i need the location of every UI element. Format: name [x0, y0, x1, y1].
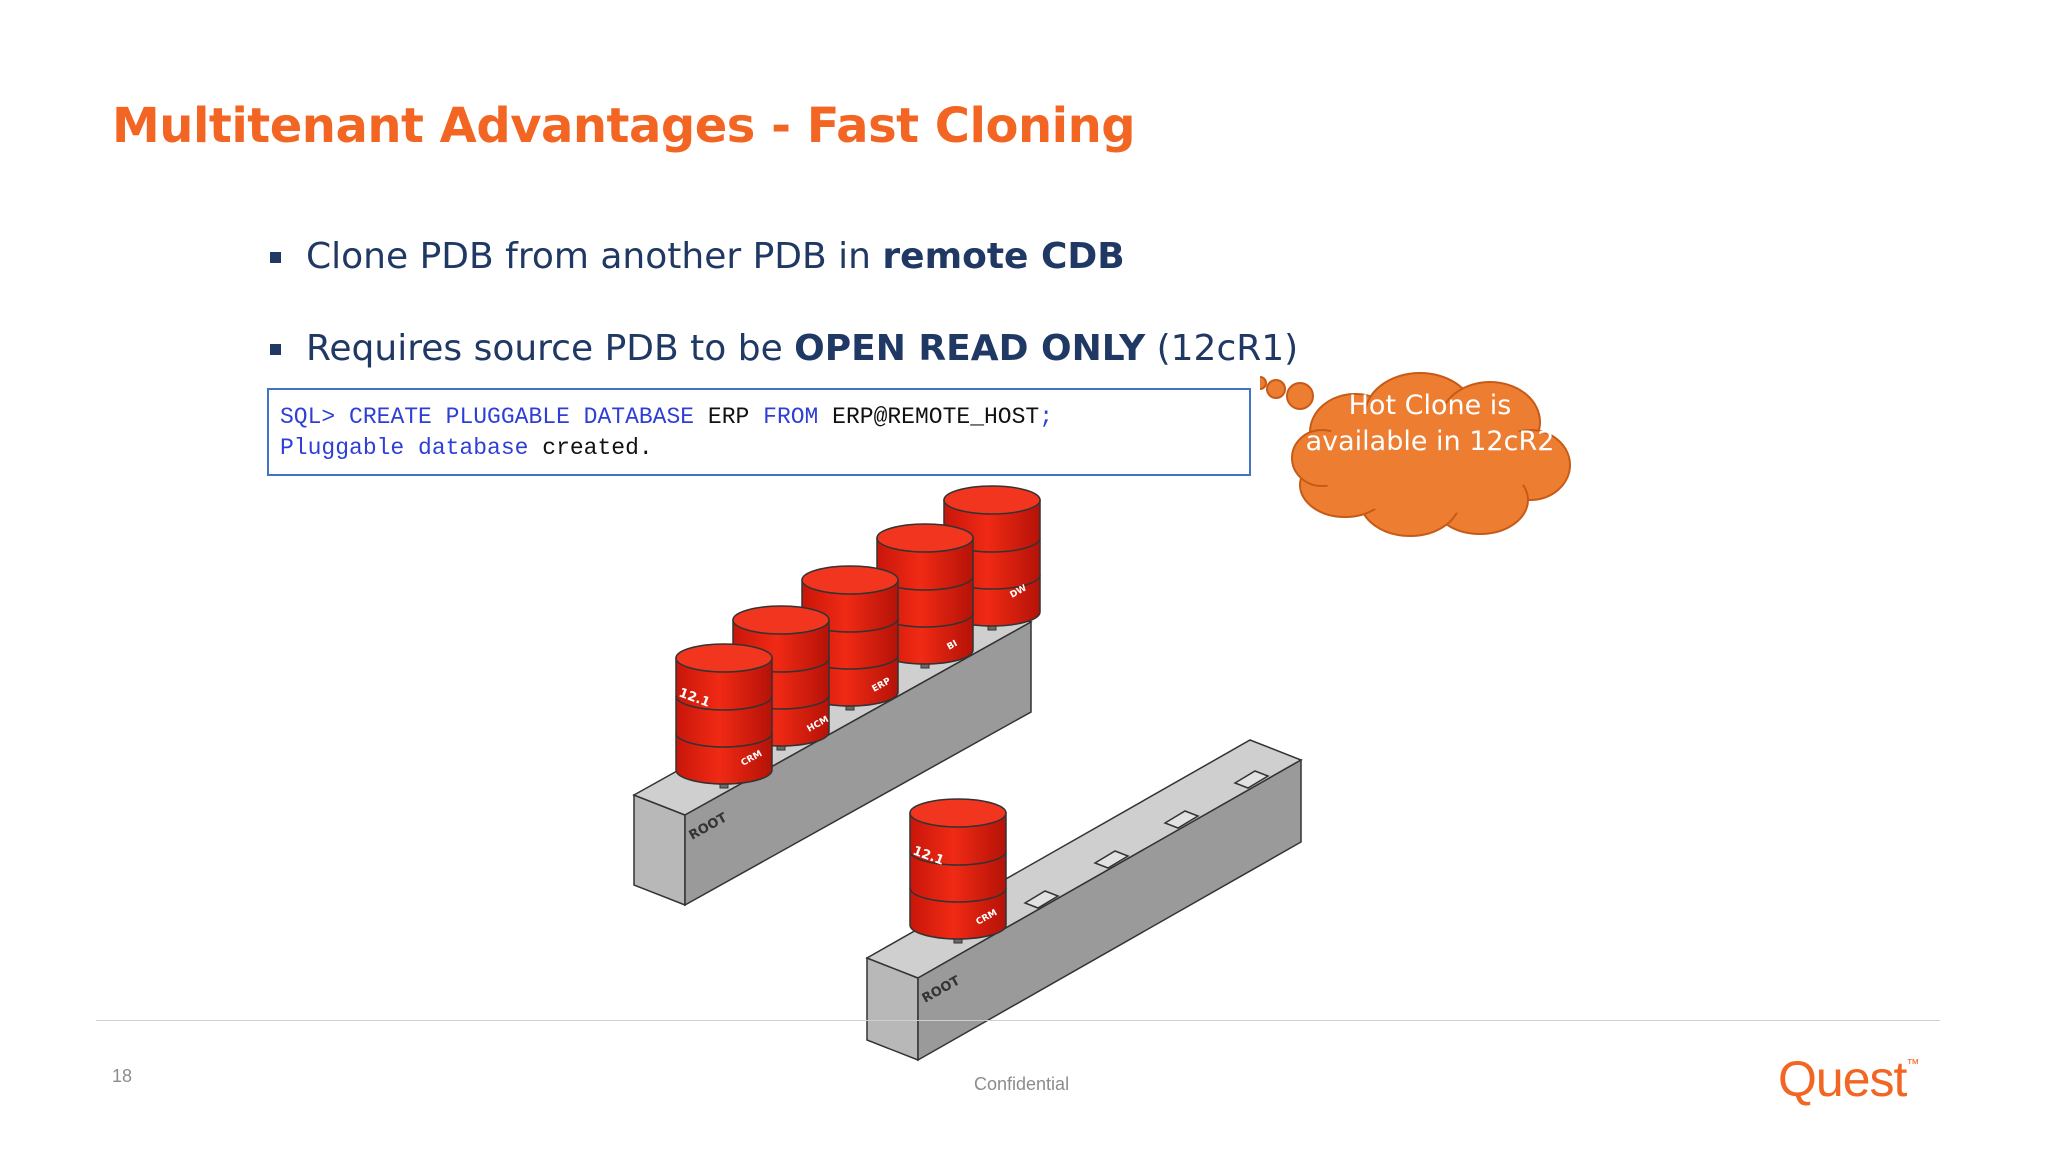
code-keyword: CREATE PLUGGABLE DATABASE: [349, 404, 695, 430]
callout-text: Hot Clone is available in 12cR2: [1305, 390, 1555, 457]
bullet-suffix: (12cR1): [1145, 328, 1299, 369]
bullet-bold-text: remote CDB: [882, 236, 1125, 277]
slide-title: Multitenant Advantages - Fast Cloning: [112, 98, 1136, 154]
pdb-label-bi: BI: [946, 639, 960, 653]
code-line-2: Pluggable database created.: [280, 433, 1249, 464]
thought-cloud-callout: [1260, 372, 1571, 537]
code-identifier: ERP@REMOTE_HOST: [832, 404, 1040, 430]
bullet-marker-icon: [270, 252, 281, 263]
confidential-label: Confidential: [974, 1074, 1070, 1094]
bullet-text: Clone PDB from another PDB in: [306, 236, 883, 277]
logo-text: Quest: [1778, 1051, 1907, 1107]
code-terminator: ;: [1039, 404, 1054, 430]
bullet-text: Requires source PDB to be: [306, 328, 795, 369]
bullet-item: Requires source PDB to be OPEN READ ONLY…: [270, 324, 1298, 416]
pdb-cylinder-dw: DW: [943, 485, 1041, 631]
quest-logo: Quest™: [1778, 1050, 1919, 1108]
pdb-cylinder-erp: ERP: [801, 565, 899, 711]
pdb-cylinder-hcm: HCM: [732, 605, 831, 751]
code-keyword: FROM: [763, 404, 819, 430]
code-line-1: SQL> CREATE PLUGGABLE DATABASE ERP FROM …: [280, 402, 1249, 433]
cdb-clone-diagram: ROOT ROOT DW BI ERP HCM CRM 12.1: [632, 485, 1303, 1062]
bullet-bold-text: OPEN READ ONLY: [794, 328, 1146, 369]
code-identifier: ERP: [707, 404, 750, 430]
pdb-cylinder-crm: CRM 12.1: [675, 643, 773, 789]
trademark-icon: ™: [1906, 1056, 1919, 1071]
page-number: 18: [112, 1066, 133, 1086]
bullet-list: Clone PDB from another PDB in remote CDB…: [270, 232, 1298, 416]
code-prompt: SQL>: [280, 404, 336, 430]
sql-code-box: SQL> CREATE PLUGGABLE DATABASE ERP FROM …: [267, 388, 1251, 476]
cloned-pdb-cylinder-crm: CRM 12.1: [909, 798, 1007, 944]
code-output: created.: [542, 435, 653, 461]
code-keyword: Pluggable database: [280, 435, 529, 461]
pdb-cylinder-bi: BI: [876, 523, 974, 669]
bullet-marker-icon: [270, 344, 281, 355]
footer-divider: [96, 1020, 1940, 1021]
bullet-item: Clone PDB from another PDB in remote CDB: [270, 232, 1298, 324]
